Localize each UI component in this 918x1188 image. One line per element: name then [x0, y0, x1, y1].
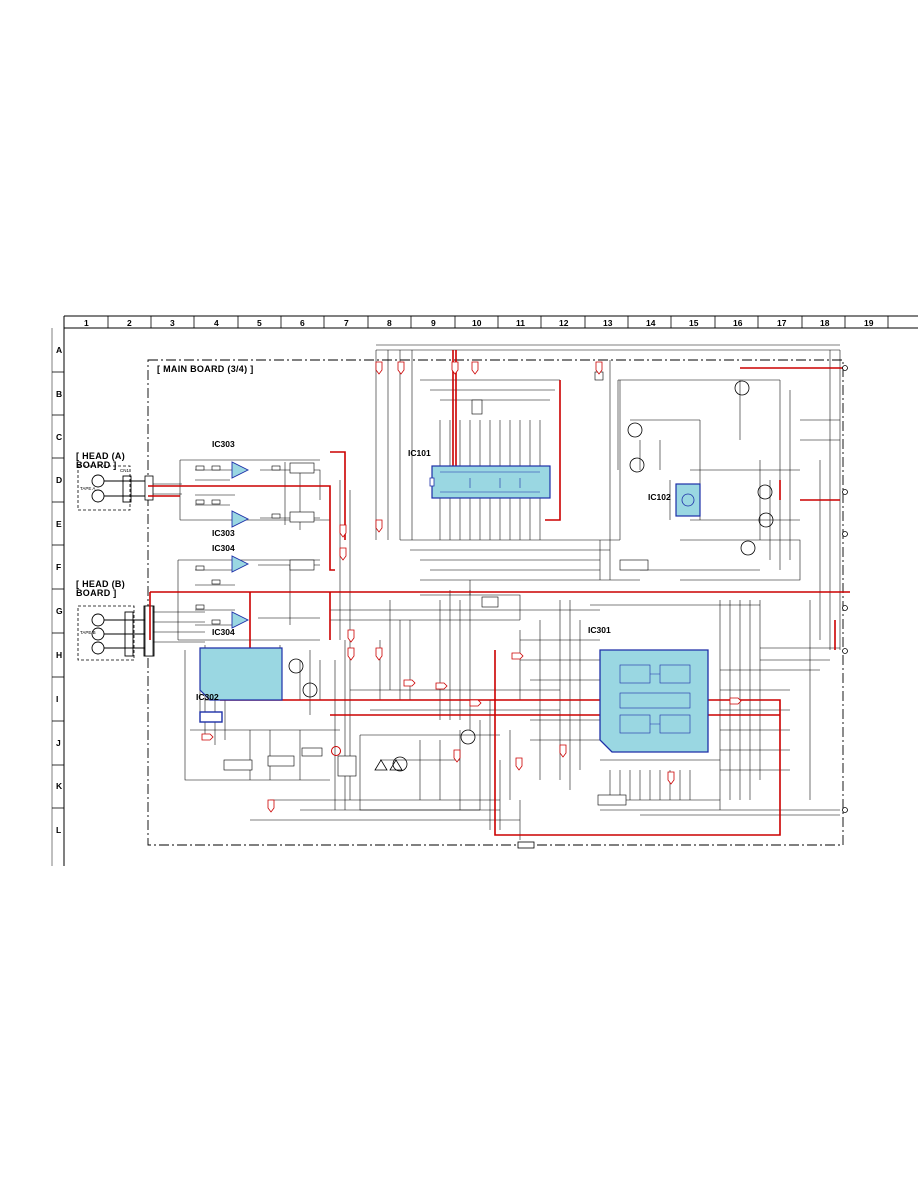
column-5: 5	[257, 318, 262, 328]
ic301-body	[599, 649, 709, 753]
signal-path-red	[148, 350, 850, 836]
head-a-outline	[77, 465, 131, 511]
ic304-label-bottom: IC304	[212, 627, 235, 637]
head-b-title-line1: [ HEAD (B)	[76, 579, 125, 589]
grid-frame	[51, 315, 918, 866]
column-8: 8	[387, 318, 392, 328]
column-9: 9	[431, 318, 436, 328]
ic101-label: IC101	[408, 448, 431, 458]
ic301-label: IC301	[588, 625, 611, 635]
row-D: D	[56, 475, 63, 485]
head-a-title-line2: BOARD ]	[76, 460, 117, 470]
column-4: 4	[214, 318, 219, 328]
tape-heads-a	[91, 474, 148, 503]
row-H: H	[56, 650, 63, 660]
column-19: 19	[864, 318, 874, 328]
row-K: K	[56, 781, 63, 791]
ic304-label-top: IC304	[212, 543, 235, 553]
ic302-body	[199, 647, 283, 723]
ic302-label: IC302	[196, 692, 219, 702]
column-14: 14	[646, 318, 656, 328]
column-17: 17	[777, 318, 787, 328]
row-F: F	[56, 562, 62, 572]
column-15: 15	[689, 318, 699, 328]
passive-components	[195, 371, 649, 806]
right-terminals	[842, 365, 848, 813]
column-1: 1	[84, 318, 89, 328]
column-2: 2	[127, 318, 132, 328]
main-board-outline	[147, 359, 844, 846]
row-B: B	[56, 389, 63, 399]
column-12: 12	[559, 318, 569, 328]
ic303-label-top: IC303	[212, 439, 235, 449]
column-11: 11	[516, 318, 525, 328]
tape-b-label: TAPE B	[80, 630, 96, 635]
column-3: 3	[170, 318, 175, 328]
ic102-label: IC102	[648, 492, 671, 502]
column-13: 13	[603, 318, 613, 328]
board-title: [ MAIN BOARD (3/4) ]	[157, 364, 254, 374]
row-J: J	[56, 738, 61, 748]
row-E: E	[56, 519, 62, 529]
tape-a-label: TAPE A	[80, 486, 96, 491]
column-18: 18	[820, 318, 830, 328]
column-6: 6	[300, 318, 305, 328]
warning-markers	[331, 746, 403, 771]
head-b-title-line2: BOARD ]	[76, 588, 117, 598]
column-16: 16	[733, 318, 743, 328]
row-G: G	[56, 606, 63, 616]
op-amps	[231, 461, 250, 629]
head-b-outline	[77, 605, 135, 661]
row-C: C	[56, 432, 63, 442]
column-7: 7	[344, 318, 349, 328]
cn1-label: CN1	[120, 468, 130, 473]
row-I: I	[56, 694, 59, 704]
ic102-body	[675, 483, 701, 517]
offpage-arrows	[201, 361, 742, 813]
row-L: L	[56, 825, 62, 835]
ic303-label-bottom: IC303	[212, 528, 235, 538]
column-10: 10	[472, 318, 482, 328]
connectors	[144, 475, 535, 849]
ic101-body	[429, 465, 551, 499]
row-A: A	[56, 345, 63, 355]
head-a-title-line1: [ HEAD (A)	[76, 451, 125, 461]
transistors	[288, 380, 774, 772]
